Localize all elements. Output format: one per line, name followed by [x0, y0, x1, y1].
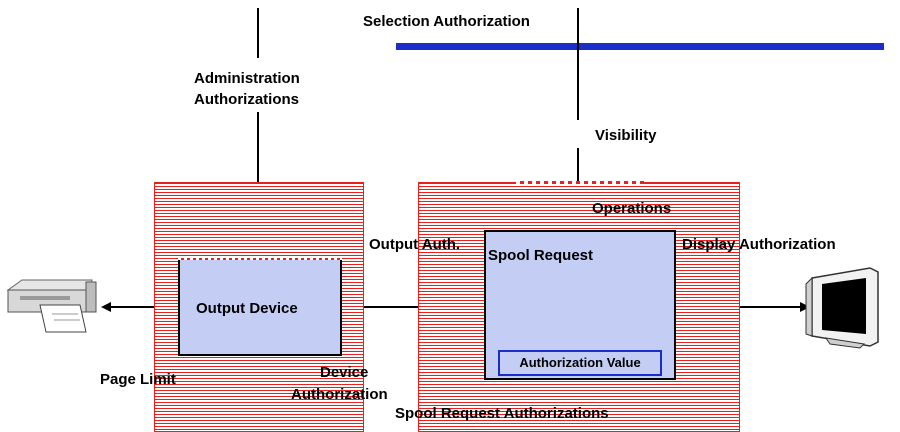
region-gap-top: [516, 181, 644, 184]
printer-icon: [6, 279, 97, 333]
administration-authorizations-label-line1: Administration: [194, 70, 300, 87]
operations-label: Operations: [592, 200, 672, 217]
spool-request-label: Spool Request: [488, 247, 594, 264]
administration-authorizations-label-line2: Authorizations: [194, 91, 299, 108]
output-device-dashes: [178, 258, 342, 260]
output-auth-label: Output Auth.: [369, 236, 461, 253]
selection-authorization-label: Selection Authorization: [363, 13, 530, 30]
device-authorization-label-line1: Device: [320, 364, 369, 381]
display-authorization-label: Display Authorization: [682, 236, 836, 253]
output-device-box: [178, 258, 342, 356]
device-authorization-label-line2: Authorization: [291, 386, 388, 403]
monitor-icon: [805, 267, 879, 349]
visibility-label: Visibility: [595, 127, 657, 144]
selection-authorization-bar: [396, 43, 884, 50]
spool-request-authorizations-label: Spool Request Authorizations: [395, 405, 609, 422]
output-device-label: Output Device: [196, 300, 298, 317]
authorization-value-box: Authorization Value: [498, 350, 662, 376]
page-limit-label: Page Limit: [100, 371, 176, 388]
